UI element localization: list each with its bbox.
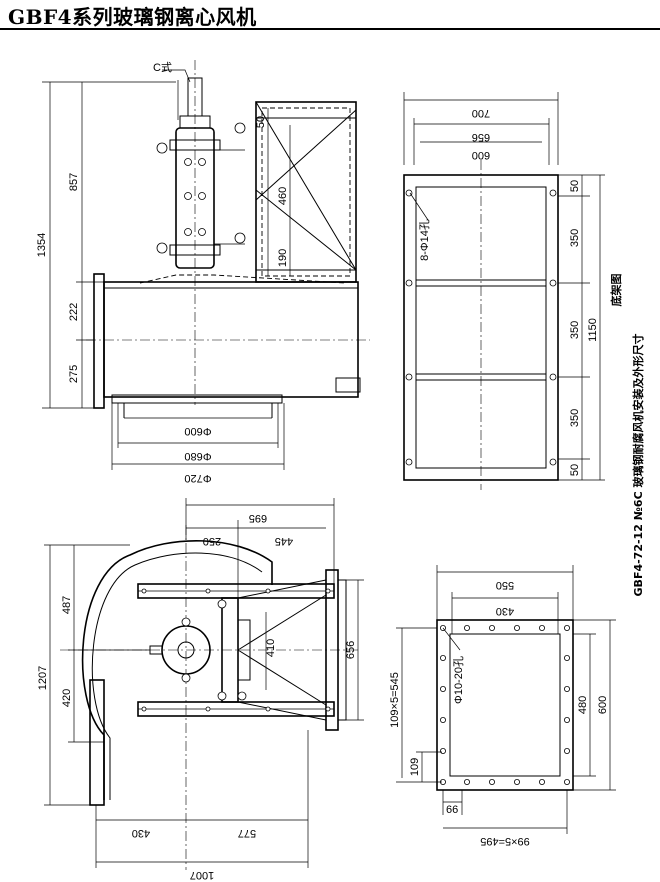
dim-stand-mid: 460 [277, 187, 289, 205]
flange-bolt-hole [514, 779, 521, 786]
dim-flange-left-pitch: 109×5=545 [389, 672, 401, 728]
dim-lower-height: 275 [68, 365, 80, 383]
rail-bolts [141, 588, 331, 712]
dim-dia-middle: Φ680 [184, 450, 211, 462]
flange-bolt-hole [463, 625, 470, 632]
dim-flange-430: 430 [496, 605, 514, 617]
flange-bolt-hole [514, 625, 521, 632]
dim-frame-seg-1: 350 [569, 229, 581, 247]
frame-holes-note: 8-Φ14孔 [418, 219, 431, 261]
flange-view: 550 430 109×5=545 109 480 600 Φ10-20孔 66… [389, 565, 616, 847]
base-frame-view: 700 656 600 50 350 350 350 50 1150 8-Φ14… [403, 92, 645, 597]
c-type-label: C式 [153, 61, 172, 74]
dim-flange-550: 550 [496, 579, 514, 591]
dim-flange-66: 66 [446, 804, 458, 816]
fan-casing [103, 281, 359, 398]
flange-bolt-hole [564, 625, 571, 632]
flange-bolt-hole [564, 655, 571, 662]
dim-flange-109: 109 [409, 758, 421, 776]
dim-side-577: 577 [238, 827, 256, 839]
flange-bolt-hole [463, 779, 470, 786]
dim-side-445: 445 [275, 535, 293, 547]
flange-holes-note: Φ10-20孔 [452, 656, 465, 704]
dim-side-1007: 1007 [190, 869, 214, 881]
dim-side-695: 695 [249, 512, 267, 524]
dim-flange-bottom-pitch: 99×5=495 [480, 835, 530, 847]
dim-upper-height: 857 [68, 173, 80, 191]
dim-total-height: 1354 [36, 233, 48, 257]
flange-bolt-hole [439, 748, 446, 755]
dim-flange-480: 480 [577, 696, 589, 714]
dim-middle-height: 222 [68, 303, 80, 321]
flange-bolt-hole [439, 717, 446, 724]
flange-bolt-hole [439, 686, 446, 693]
flange-bolt-hole [539, 779, 546, 786]
inlet-flange [93, 273, 105, 409]
dim-side-420: 420 [61, 689, 73, 707]
dim-side-430: 430 [132, 827, 150, 839]
bearing-housing [175, 127, 215, 269]
dim-frame-width: 700 [472, 107, 490, 119]
flange-bolt-hole [564, 748, 571, 755]
dim-side-1207: 1207 [37, 666, 49, 690]
dim-side-250: 250 [203, 535, 221, 547]
flange-bolt-hole [439, 655, 446, 662]
support-stand [255, 101, 357, 283]
base-frame-caption: 底架图 [609, 274, 623, 307]
dim-frame-seg-top: 50 [569, 180, 581, 192]
flange-bolt-hole [564, 717, 571, 724]
dim-frame-seg-bottom: 50 [569, 464, 581, 476]
dim-frame-height: 1150 [587, 318, 599, 342]
outlet-flange-plate [436, 619, 574, 791]
dim-frame-mid-width: 656 [472, 131, 490, 143]
dim-dia-outer: Φ720 [184, 472, 211, 484]
volute-casing [81, 539, 273, 800]
main-caption: GBF4-72-12 №6C 玻璃钢耐腐风机安装及外形尺寸 [631, 334, 645, 597]
dim-side-410: 410 [265, 639, 277, 657]
dim-side-487: 487 [61, 596, 73, 614]
flange-bolt-hole [488, 779, 495, 786]
dim-side-656: 656 [345, 641, 357, 659]
dim-stand-top: 50 [255, 116, 267, 128]
side-view: 695 250 445 1207 487 420 656 410 430 577… [37, 498, 364, 881]
flange-bolt-hole [564, 686, 571, 693]
page-header: GBF4系列玻璃钢离心风机 [0, 0, 660, 30]
flange-holes [439, 625, 571, 786]
dim-frame-seg-3: 350 [569, 409, 581, 427]
dim-dia-inner: Φ600 [184, 425, 211, 437]
dim-frame-inner-width: 600 [472, 149, 490, 161]
dim-stand-low: 190 [277, 249, 289, 267]
flange-bolt-hole [539, 625, 546, 632]
page-title: GBF4系列玻璃钢离心风机 [8, 5, 257, 29]
dim-flange-600: 600 [597, 696, 609, 714]
flange-bolt-hole [488, 625, 495, 632]
front-view: C式 1354 857 222 275 50 [36, 60, 370, 484]
dim-frame-seg-2: 350 [569, 321, 581, 339]
flange-bolt-hole [564, 779, 571, 786]
outlet-flange [89, 679, 105, 806]
